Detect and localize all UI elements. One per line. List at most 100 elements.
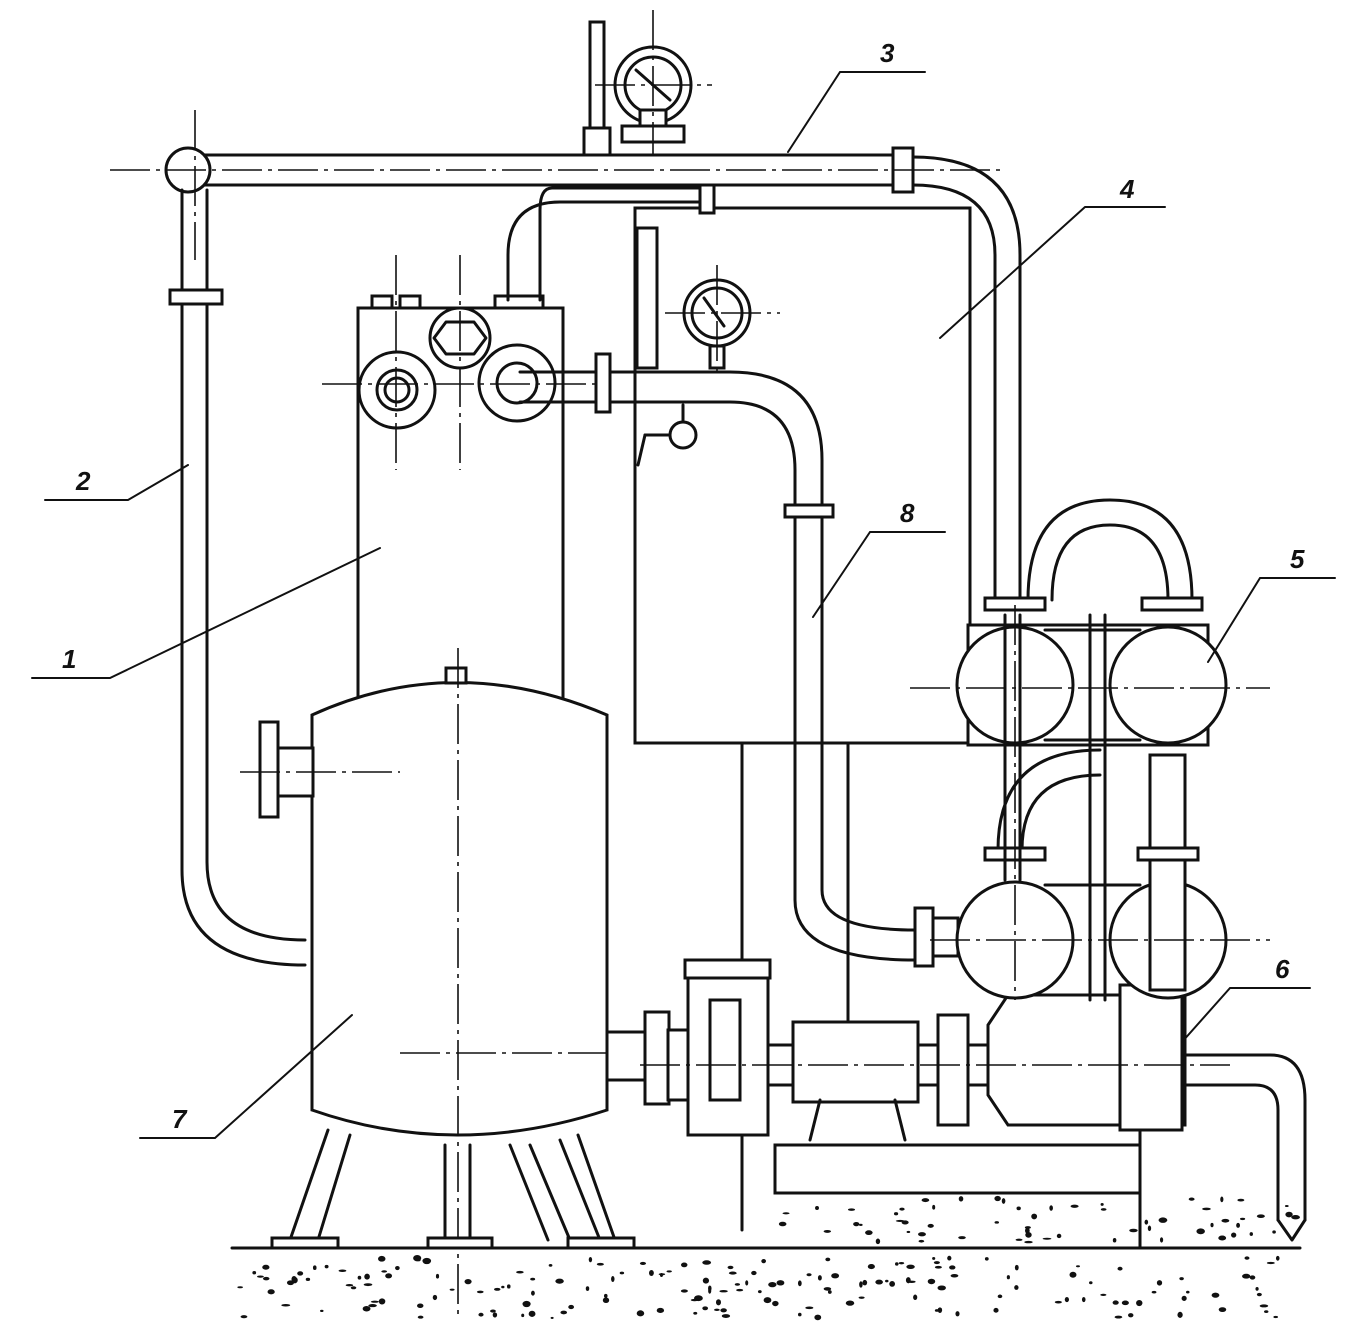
gravel-dot (1129, 1228, 1138, 1233)
gravel-dot (1064, 1296, 1069, 1303)
gravel-dot (381, 1270, 388, 1273)
gravel-dot (281, 1303, 291, 1307)
gravel-dot (257, 1275, 264, 1278)
callout-2: 2 (75, 466, 91, 496)
gravel-dot (958, 1236, 966, 1240)
gravel-dot (262, 1264, 270, 1270)
gravel-dot (464, 1278, 472, 1285)
gravel-dot (1242, 1273, 1251, 1279)
gravel-dot (530, 1277, 536, 1281)
gravel-dot (727, 1265, 734, 1270)
gravel-dot (1256, 1214, 1265, 1219)
gravel-dot (947, 1255, 952, 1261)
gravel-dot (1100, 1293, 1107, 1296)
gravel-dot (927, 1223, 934, 1228)
gravel-dot (368, 1304, 377, 1308)
gravel-dot (378, 1298, 386, 1305)
gravel-dot (1151, 1290, 1157, 1294)
gravel-dot (648, 1269, 654, 1277)
gravel-dot (1128, 1313, 1134, 1318)
gravel-dot (531, 1290, 535, 1296)
gravel-dot (690, 1298, 699, 1302)
gravel-dot (602, 1297, 610, 1304)
gravel-dot (932, 1204, 936, 1210)
gravel-dot (885, 1279, 889, 1283)
gravel-dot (720, 1308, 727, 1313)
gravel-dot (1031, 1213, 1038, 1220)
gravel-dot (1188, 1197, 1195, 1201)
gravel-dot (262, 1276, 270, 1281)
gravel-dot (768, 1282, 777, 1288)
gravel-dot (1196, 1228, 1205, 1235)
gravel-dot (1275, 1255, 1280, 1261)
gravel-dot (889, 1280, 896, 1287)
gravel-dot (993, 1307, 999, 1313)
gravel-dot (639, 1261, 647, 1265)
gravel-dot (357, 1275, 362, 1280)
gravel-dot (728, 1271, 737, 1275)
gravel-dot (949, 1265, 956, 1270)
callout-4: 4 (1119, 174, 1135, 204)
gravel-dot (899, 1207, 905, 1211)
gravel-dot (1070, 1204, 1079, 1208)
gravel-dot (1147, 1225, 1152, 1232)
gravel-dot (1218, 1307, 1227, 1313)
gravel-dot (528, 1310, 536, 1317)
gravel-dot (958, 1196, 964, 1202)
gravel-dot (906, 1230, 911, 1233)
gravel-dot (845, 1300, 855, 1306)
callout-3: 3 (880, 38, 895, 68)
gravel-dot (782, 1212, 790, 1215)
gravel-dot (1181, 1295, 1187, 1301)
gravel-dot (417, 1303, 424, 1309)
gravel-dot (772, 1300, 779, 1307)
gravel-dot (708, 1288, 712, 1294)
gravel-dot (817, 1275, 822, 1281)
gravel-dot (312, 1265, 317, 1270)
pipe-8 (518, 352, 960, 968)
gravel-dot (927, 1278, 936, 1285)
gravel-dot (656, 1307, 665, 1314)
gravel-dot (1202, 1207, 1211, 1211)
gravel-dot (1231, 1232, 1237, 1238)
gravel-dot (1211, 1292, 1220, 1298)
gravel-dot (937, 1285, 946, 1291)
gravel-dot (797, 1280, 802, 1287)
gravel-dot (1249, 1275, 1256, 1280)
gravel-dot (831, 1273, 840, 1279)
gravel-dot (1114, 1315, 1123, 1319)
gravel-dot (715, 1299, 722, 1306)
gravel-dot (385, 1273, 393, 1279)
gravel-dot (324, 1264, 329, 1269)
gravel-dot (859, 1281, 863, 1288)
gravel-dot (1016, 1206, 1021, 1211)
gravel-dot (1272, 1230, 1276, 1234)
ground-gravel (237, 1195, 1300, 1321)
gravel-dot (1259, 1304, 1269, 1308)
gravel-dot (1218, 1235, 1227, 1241)
gravel-dot (240, 1315, 248, 1319)
gravel-dot (918, 1232, 926, 1237)
gravel-dot (1159, 1237, 1164, 1243)
gravel-dot (776, 1280, 785, 1286)
gravel-dot (1256, 1292, 1262, 1297)
gravel-dot (1112, 1300, 1119, 1305)
top-header-pipe (110, 10, 1022, 602)
gravel-dot (1121, 1300, 1129, 1306)
left-downpipe (168, 188, 307, 967)
gravel-dot (611, 1275, 615, 1283)
gravel-dot (823, 1287, 832, 1291)
gravel-dot (501, 1285, 505, 1289)
callout-1: 1 (62, 644, 76, 674)
gravel-dot (933, 1261, 940, 1265)
gravel-dot (1291, 1215, 1300, 1220)
gravel-dot (702, 1306, 709, 1311)
pump-motor-unit (640, 958, 1307, 1250)
gravel-dot (585, 1286, 590, 1291)
gravel-dot (895, 1219, 905, 1222)
gravel-dot (1156, 1280, 1163, 1286)
gravel-dot (680, 1262, 688, 1268)
gravel-dot (950, 1273, 959, 1278)
gravel-dot (994, 1195, 1001, 1202)
